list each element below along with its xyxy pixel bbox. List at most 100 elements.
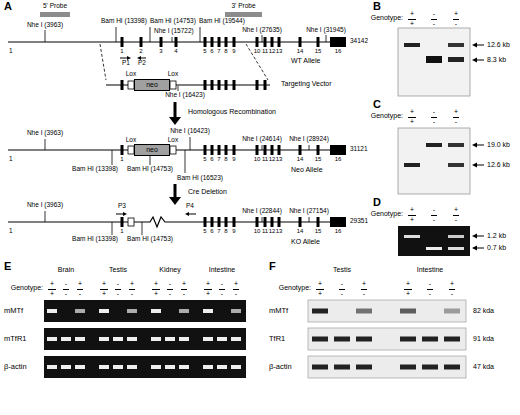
southern-blot-c-part [472, 163, 477, 168]
southern-blot-c-part [448, 163, 464, 167]
targeting-vector [106, 80, 270, 125]
rt-pcr-gels-part-part [217, 365, 227, 369]
neo-allele-part [262, 145, 263, 150]
neo-allele-part [185, 150, 186, 173]
figure-label: - [428, 280, 432, 287]
figure-label: Bam HI (14753) [126, 166, 174, 173]
ko-allele-part [188, 214, 196, 215]
wt-allele-part [256, 37, 259, 47]
genotype-mark: - [431, 19, 437, 27]
western-blots-part [308, 328, 466, 350]
figure-label: 13 [275, 156, 284, 162]
neo-allele-part [174, 184, 177, 198]
figure-label: 47 kda [472, 363, 495, 370]
genotype-mark: - [181, 289, 187, 297]
figure-label: 1 [119, 48, 124, 54]
genotype-mark: - [129, 289, 135, 297]
wt-allele-part [200, 27, 201, 42]
southern-blot-b-part [404, 43, 420, 47]
figure-label: mMTf [268, 307, 289, 315]
wt-allele-part [204, 37, 207, 47]
genotype-mark: + [404, 289, 412, 297]
ko-allele-part [142, 222, 143, 235]
wt-allele-part [160, 37, 163, 47]
ko-allele-part [264, 217, 267, 227]
western-blots-part-part [422, 337, 438, 342]
southern-blot-b [398, 28, 484, 96]
targeting-vector-part [169, 117, 181, 125]
genotype-mark: + [100, 289, 108, 297]
figure-label: Genotype: [370, 210, 404, 217]
figure-label: Nhe I (3963) [26, 130, 64, 137]
wt-allele-part [218, 37, 221, 47]
genotype-mark: - [453, 215, 459, 223]
figure-label: Nhe I (15722) [153, 28, 195, 35]
homology-lines-part [100, 44, 106, 80]
ko-allele-part [45, 211, 46, 222]
neo-allele-part [271, 145, 274, 155]
neo-allele-part [169, 197, 181, 205]
southern-blot-c-part [426, 143, 442, 147]
rt-pcr-gels-part [47, 309, 241, 369]
probe-bar: 5' Probe [40, 2, 70, 17]
rt-pcr-gels-part-part [99, 337, 109, 341]
figure-label: Genotype: [278, 284, 312, 291]
pcr-gel-d-part [477, 236, 484, 237]
figure-label: + [153, 280, 159, 287]
neo-allele-part [190, 137, 191, 150]
figure-label: + [129, 280, 135, 287]
genotype-mark: - [115, 289, 121, 297]
figure-label: 10 [253, 48, 262, 54]
figure-label: 13 [275, 228, 284, 234]
figure-label: - [168, 280, 172, 287]
figure-label: mTfR1 [3, 335, 28, 343]
western-blots-part [308, 356, 466, 378]
panel-letter: D [372, 197, 382, 208]
rt-pcr-gels-part-part [61, 365, 71, 369]
figure-label: β-actin [3, 363, 28, 371]
figure-label: + [181, 280, 187, 287]
figure-label: + [453, 206, 459, 213]
wt-allele-part [299, 37, 302, 47]
rt-pcr-gels-part-part [165, 337, 175, 341]
figure-label: 12 [268, 156, 277, 162]
neo-allele-part [45, 139, 46, 150]
figure-label: + [49, 280, 55, 287]
rt-pcr-gels-part-part [151, 337, 161, 341]
ko-allele-part [299, 217, 302, 227]
cassette-name: neo [135, 80, 169, 90]
neo-allele-part [309, 145, 310, 150]
figure-label: 5 [202, 156, 207, 162]
panel-letter: E [3, 261, 12, 272]
southern-blot-b-part [448, 57, 464, 62]
ko-allele-part [309, 217, 310, 222]
rt-pcr-gels-part-part [179, 309, 189, 313]
ko-allele-part [317, 217, 320, 227]
targeting-vector-part [225, 80, 228, 90]
rt-pcr-gels-part-part [113, 365, 123, 369]
rt-pcr-gels-part-part [47, 309, 57, 313]
figure-label: Nhe I (16423) [169, 128, 211, 135]
rt-pcr-gels-part-part [75, 337, 85, 341]
figure-label: TfR1 [268, 335, 286, 343]
ko-allele-part [330, 217, 346, 227]
ko-allele-part [112, 222, 113, 235]
figure-label: 0.7 kb [486, 244, 507, 251]
rt-pcr-gels-part-part [113, 337, 123, 341]
figure-label: Genotype: [370, 14, 404, 21]
probe-name: 3' Probe [225, 2, 262, 10]
southern-blot-b-part [426, 56, 442, 63]
wt-allele-part [271, 37, 274, 47]
figure-label: Nhe I (22844) [241, 208, 283, 215]
figure-label: Genotype: [10, 284, 44, 291]
western-blots-part [308, 300, 466, 322]
figure-label: P4 [185, 203, 195, 210]
ko-allele-part [128, 218, 134, 226]
ko-allele-part [123, 212, 127, 216]
targeting-vector-part [264, 80, 267, 90]
wt-allele-part [317, 37, 320, 47]
figure-label: Intestine [416, 266, 444, 273]
rt-pcr-gels-part [44, 356, 246, 378]
wt-allele-part [172, 37, 173, 42]
genotype-mark: - [77, 289, 83, 297]
